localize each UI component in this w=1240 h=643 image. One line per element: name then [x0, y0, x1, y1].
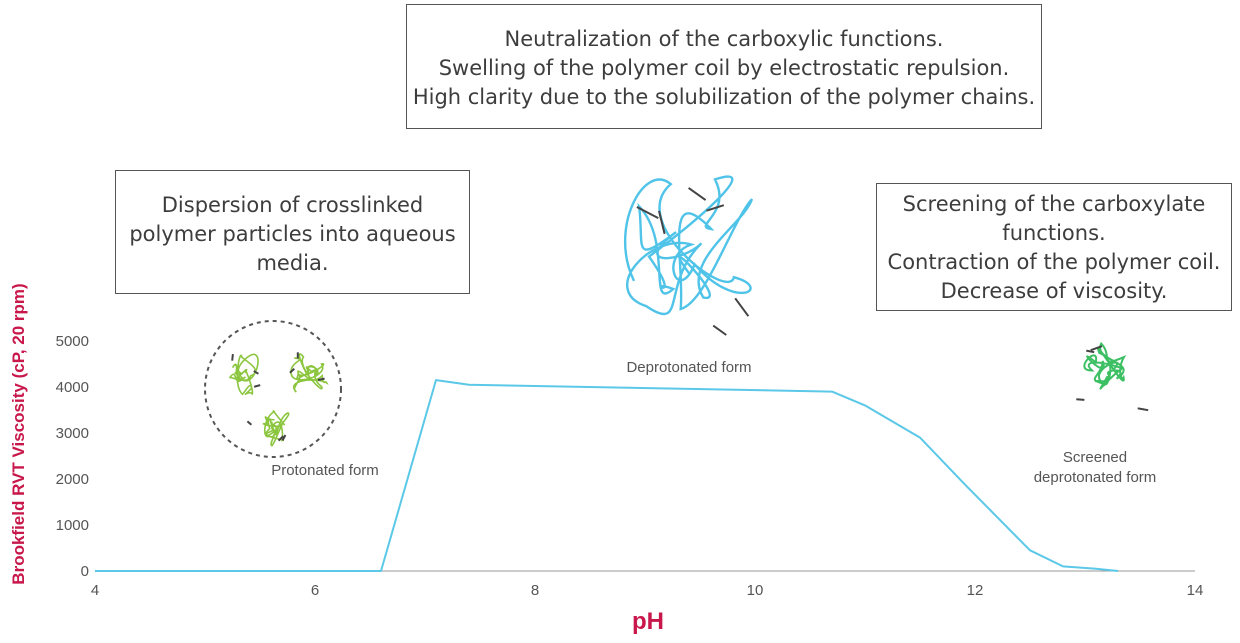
annotation-right: Screening of the carboxylate functions. … [876, 183, 1232, 311]
crosslink [277, 435, 284, 442]
screened-form-illustration [1076, 341, 1149, 412]
x-tick-labels: 4 6 8 10 12 14 [91, 582, 1204, 599]
annotation-right-line-2: functions. [1002, 221, 1106, 245]
crosslink [734, 297, 750, 317]
y-tick-labels: 0 1000 2000 3000 4000 5000 [56, 333, 89, 580]
annotation-left: Dispersion of crosslinked polymer partic… [115, 170, 470, 294]
annotation-left-line-1: Dispersion of crosslinked [161, 193, 424, 217]
y-tick-label: 3000 [56, 425, 89, 442]
protonated-form-illustration [204, 320, 342, 458]
deprotonated-form-illustration [623, 175, 754, 336]
y-tick-label: 1000 [56, 517, 89, 534]
crosslink [281, 434, 287, 441]
x-tick-label: 8 [531, 582, 539, 599]
x-tick-label: 6 [311, 582, 319, 599]
crosslink [1137, 407, 1149, 412]
x-tick-label: 10 [747, 582, 764, 599]
y-tick-label: 0 [81, 563, 89, 580]
particle-outline [204, 320, 342, 458]
x-axis-label: pH [632, 608, 664, 635]
crosslink [317, 377, 325, 381]
caption-screened-line-1: Screened [1063, 449, 1127, 466]
viscosity-line [95, 379, 1119, 572]
annotation-left-line-2: polymer particles into aqueous [129, 222, 456, 246]
crosslink [253, 370, 259, 375]
annotation-left-line-3: media. [256, 251, 329, 275]
y-tick-label: 2000 [56, 471, 89, 488]
annotation-top-line-1: Neutralization of the carboxylic functio… [504, 27, 944, 51]
crosslink [706, 204, 725, 212]
crosslink [246, 420, 253, 426]
y-tick-label: 5000 [56, 333, 89, 350]
y-tick-label: 4000 [56, 379, 89, 396]
crosslink [1090, 345, 1103, 352]
crosslink [712, 324, 727, 336]
x-tick-label: 12 [967, 582, 984, 599]
crosslink [636, 206, 659, 219]
annotation-right-line-4: Decrease of viscosity. [940, 279, 1168, 303]
protonated-tangles [229, 352, 329, 447]
annotation-top-line-2: Swelling of the polymer coil by electros… [438, 56, 1010, 80]
series-layer [95, 379, 1119, 572]
protonated-coil [229, 353, 259, 396]
x-tick-label: 14 [1187, 582, 1204, 599]
deprotonated-coil [623, 175, 754, 316]
protonated-coil [262, 410, 290, 447]
annotation-top: Neutralization of the carboxylic functio… [406, 4, 1042, 129]
caption-protonated: Protonated form [271, 462, 379, 479]
protonated-coil [290, 353, 329, 393]
crosslink [231, 353, 234, 361]
screened-coil [1083, 341, 1127, 390]
crosslink [658, 210, 666, 235]
crosslink [688, 187, 707, 201]
crosslink [1076, 398, 1085, 401]
crosslink [289, 367, 295, 374]
annotation-right-line-1: Screening of the carboxylate [902, 192, 1206, 216]
caption-screened-line-2: deprotonated form [1034, 469, 1157, 486]
caption-deprotonated: Deprotonated form [626, 359, 751, 376]
crosslink [1086, 349, 1095, 354]
y-axis-label: Brookfield RVT Viscosity (cP, 20 rpm) [9, 283, 28, 584]
annotation-right-line-3: Contraction of the polymer coil. [887, 250, 1221, 274]
annotation-top-line-3: High clarity due to the solubilization o… [412, 85, 1036, 109]
x-tick-label: 4 [91, 582, 99, 599]
crosslink [253, 384, 261, 388]
